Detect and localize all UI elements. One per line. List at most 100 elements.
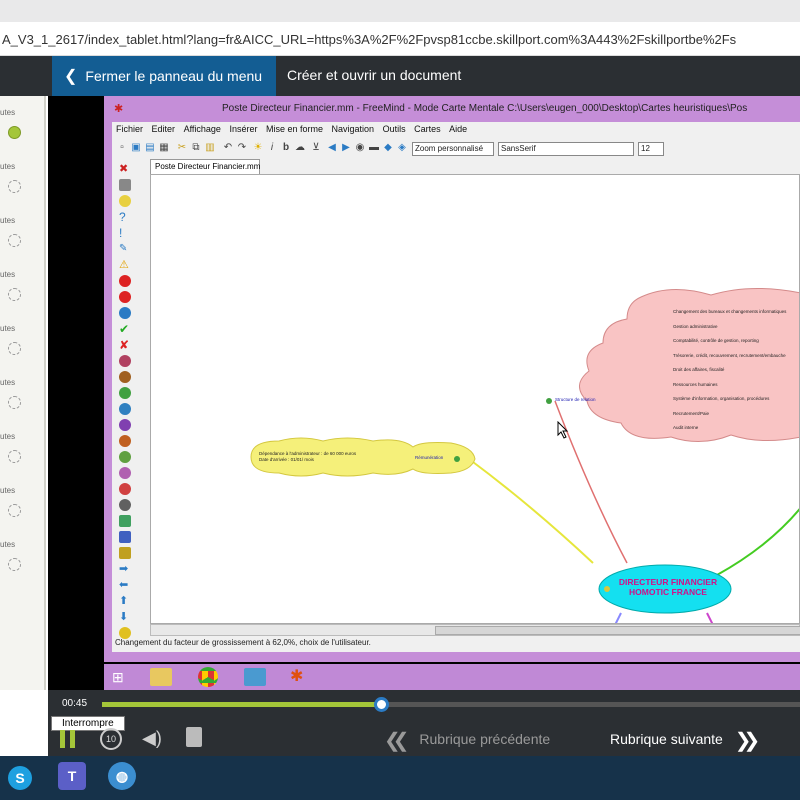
exclamation-icon[interactable]: !: [119, 226, 123, 240]
topic-item[interactable]: utes: [0, 264, 46, 318]
priority-4-icon[interactable]: [119, 403, 131, 415]
teams-icon[interactable]: T: [58, 762, 86, 790]
delete-icon[interactable]: ✖: [119, 163, 129, 175]
topic-item[interactable]: utes: [0, 426, 46, 480]
cloud-list-item[interactable]: Trésorerie, crédit, recouvrement, recrut…: [673, 352, 786, 358]
priority-7-icon[interactable]: [119, 451, 131, 463]
cloud-icon[interactable]: ☁: [295, 142, 305, 153]
central-node-shape[interactable]: [598, 564, 732, 614]
central-node-label[interactable]: DIRECTEUR FINANCIER HOMOTIC FRANCE: [618, 577, 718, 597]
arrow-left-side-icon[interactable]: ⬅: [119, 579, 129, 591]
redo-icon[interactable]: ↷: [237, 142, 247, 153]
arrow-down-icon[interactable]: ⬇: [119, 611, 129, 623]
bulb-icon[interactable]: [119, 195, 131, 207]
pink-cloud-shape[interactable]: [579, 288, 800, 442]
horizontal-scrollbar[interactable]: [150, 624, 800, 636]
menu-aide[interactable]: Aide: [449, 124, 468, 134]
url-text[interactable]: A_V3_1_2617/index_tablet.html?lang=fr&AI…: [2, 32, 737, 47]
topic-item[interactable]: utes: [0, 102, 46, 156]
priority-6-icon[interactable]: [119, 435, 131, 447]
question-icon[interactable]: ?: [119, 210, 126, 224]
undo-icon[interactable]: ↶: [223, 142, 233, 153]
clock-icon[interactable]: [119, 499, 131, 511]
cloud-list-item[interactable]: Audit interne: [673, 425, 699, 430]
previous-topic-button[interactable]: ❮❮ Rubrique précédente: [384, 728, 550, 753]
priority-5-icon[interactable]: [119, 419, 131, 431]
topic-item[interactable]: utes: [0, 318, 46, 372]
priority-1-icon[interactable]: [119, 355, 131, 367]
tab-poste-directeur[interactable]: Poste Directeur Financier.mm: [150, 159, 260, 174]
menu-affichage[interactable]: Affichage: [183, 124, 221, 134]
replay-10-button[interactable]: 10: [100, 728, 122, 750]
arrow-left-icon[interactable]: ◀: [328, 142, 336, 153]
structure-relation-node[interactable]: Structure de relation: [555, 397, 596, 402]
cloud-list-item[interactable]: Recrutement/Paie: [673, 410, 710, 416]
mindmap-canvas[interactable]: Dépendance à l'administrateur : de 60 00…: [150, 174, 800, 624]
cloud-list-item[interactable]: Changement des bureaux et changements in…: [673, 309, 787, 314]
next-topic-button[interactable]: Rubrique suivante ❯❯: [610, 728, 760, 753]
progress-bar[interactable]: [102, 697, 800, 712]
topic-item[interactable]: utes: [0, 156, 46, 210]
zoom-icon[interactable]: ▬: [369, 142, 379, 153]
progress-handle[interactable]: [374, 697, 390, 712]
calendar-icon[interactable]: [119, 547, 131, 559]
topic-item[interactable]: utes: [0, 372, 46, 426]
paste-icon[interactable]: ▥: [205, 142, 215, 153]
yellow-cloud-shape[interactable]: [250, 437, 476, 477]
print-icon[interactable]: ▦: [159, 142, 169, 153]
cut-icon[interactable]: ✂: [177, 142, 187, 153]
freemind-taskbar-icon[interactable]: ✱: [290, 668, 304, 685]
topic-item[interactable]: utes: [0, 534, 46, 588]
arrow-right-icon[interactable]: ▶: [342, 142, 350, 153]
scrollbar-thumb[interactable]: [435, 626, 800, 635]
cloud-list-item[interactable]: Ressources humaines: [673, 381, 718, 387]
phone-icon[interactable]: [119, 531, 131, 543]
open-file-icon[interactable]: ▣: [131, 142, 141, 153]
no-entry-icon[interactable]: [119, 291, 131, 303]
topic-item[interactable]: utes: [0, 480, 46, 534]
trash-icon[interactable]: [119, 179, 131, 191]
windows-start-icon[interactable]: ⊞: [112, 669, 124, 685]
save-icon[interactable]: ▤: [145, 142, 155, 153]
smiley-icon[interactable]: [119, 627, 131, 639]
menu-navigation[interactable]: Navigation: [331, 124, 375, 134]
info-icon[interactable]: [119, 307, 131, 319]
paint-icon[interactable]: ◍: [108, 762, 136, 790]
menu-editer[interactable]: Editer: [151, 124, 176, 134]
stop-icon[interactable]: [119, 275, 131, 287]
close-menu-button[interactable]: ❮ Fermer le panneau du menu: [52, 56, 276, 96]
edit-icon[interactable]: ◈: [398, 142, 406, 153]
priority-2-icon[interactable]: [119, 371, 131, 383]
pause-button[interactable]: [60, 730, 78, 748]
menu-mise-en-forme[interactable]: Mise en forme: [265, 124, 324, 134]
font-family-select[interactable]: SansSerif: [498, 142, 634, 156]
volume-icon[interactable]: ◀): [142, 728, 162, 748]
priority-3-icon[interactable]: [119, 387, 131, 399]
cloud-list-item[interactable]: Comptabilité, contrôle de gestion, repor…: [673, 338, 759, 343]
warning-icon[interactable]: ⚠: [119, 259, 129, 271]
idea-icon[interactable]: ✎: [119, 243, 128, 254]
remuneration-node[interactable]: Rémunération: [415, 455, 444, 460]
zoom-select[interactable]: Zoom personnalisé: [412, 142, 494, 156]
globe-icon[interactable]: ◉: [355, 142, 365, 153]
priority-9-icon[interactable]: [119, 483, 131, 495]
cross-icon[interactable]: ✘: [119, 338, 130, 352]
bold-icon[interactable]: b: [282, 142, 290, 153]
cloud-list-item[interactable]: Gestion administrative: [673, 323, 718, 329]
arrow-up-icon[interactable]: ⬆: [119, 595, 129, 607]
priority-8-icon[interactable]: [119, 467, 131, 479]
copy-icon[interactable]: ⧉: [192, 142, 200, 153]
italic-icon[interactable]: i: [270, 142, 274, 153]
file-explorer-icon[interactable]: [150, 668, 172, 686]
diamond-icon[interactable]: ◆: [384, 142, 392, 153]
home-icon[interactable]: [119, 515, 131, 527]
menu-outils[interactable]: Outils: [382, 124, 406, 134]
font-size-select[interactable]: 12: [638, 142, 664, 156]
cloud-list-item[interactable]: Système d'information, organisation, pro…: [673, 396, 770, 401]
menu-fichier[interactable]: Fichier: [116, 124, 144, 134]
cloud-list-item[interactable]: Droit des affaires, fiscalité: [673, 367, 725, 372]
menu-cartes[interactable]: Cartes: [414, 124, 441, 134]
topic-item[interactable]: utes: [0, 210, 46, 264]
chrome-icon[interactable]: [198, 667, 218, 687]
menu-inserer[interactable]: Insérer: [229, 124, 258, 134]
